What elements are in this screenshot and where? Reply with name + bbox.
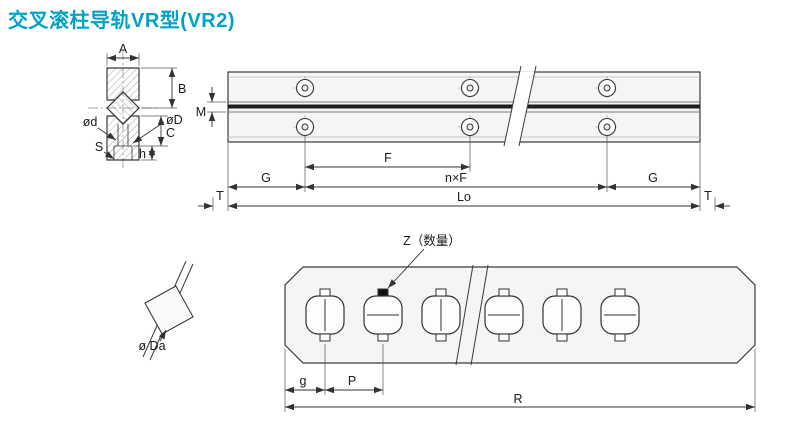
dim-L0-T-row: Lo T T: [198, 143, 730, 211]
roller-diamond: [144, 285, 194, 335]
cross-section-view: A B C øD: [83, 42, 186, 168]
roller-band: [228, 104, 700, 109]
dim-g-P: g P: [284, 344, 384, 412]
mounting-holes: [293, 76, 619, 139]
dim-label-P: P: [348, 374, 356, 388]
cage-rollers: [305, 288, 640, 342]
roller-section: [106, 91, 140, 125]
dim-label-Z: Z（数量）: [403, 233, 461, 248]
dim-R: R: [285, 349, 756, 412]
cage-view: Z（数量） g P R: [284, 233, 756, 412]
dim-label-L0: Lo: [457, 190, 471, 204]
dim-label-G-left: G: [261, 171, 271, 185]
page-title: 交叉滚柱导轨VR型(VR2): [8, 10, 236, 32]
dim-label-nF: n×F: [445, 171, 467, 185]
cage-break: [455, 264, 489, 366]
dim-label-B: B: [178, 82, 186, 96]
dim-A: A: [106, 42, 140, 66]
dim-label-G-right: G: [648, 171, 658, 185]
dim-label-h: h: [139, 147, 146, 161]
dim-label-C: C: [166, 126, 175, 140]
dim-h: h: [139, 146, 157, 161]
dim-M: M: [196, 87, 226, 127]
dim-d: ød: [83, 115, 117, 141]
dim-label-R: R: [513, 392, 522, 406]
z-mark: [377, 288, 389, 297]
dim-F: F: [304, 136, 471, 192]
dim-B: B: [141, 67, 186, 109]
dim-label-g: g: [300, 374, 307, 388]
dim-label-Da: ø Da: [138, 339, 165, 353]
dim-label-S: S: [95, 140, 103, 154]
dim-label-D: øD: [166, 113, 183, 127]
dim-label-A: A: [119, 42, 128, 56]
dim-label-d: ød: [83, 115, 98, 129]
rail-break: [503, 65, 537, 147]
dim-G-nF-row: G n×F G: [228, 136, 700, 192]
rail-side-view: M F G n×F G: [196, 65, 730, 211]
dim-label-T-right: T: [704, 189, 712, 203]
dim-label-T-left: T: [216, 189, 224, 203]
dim-label-F: F: [384, 151, 392, 165]
dim-S: S: [95, 140, 115, 160]
bolt-hole-lines: [113, 124, 133, 160]
dim-label-M: M: [196, 105, 206, 119]
z-callout: Z（数量）: [387, 233, 461, 289]
dim-D: øD: [132, 113, 183, 144]
roller-detail-view: ø Da: [138, 260, 194, 361]
